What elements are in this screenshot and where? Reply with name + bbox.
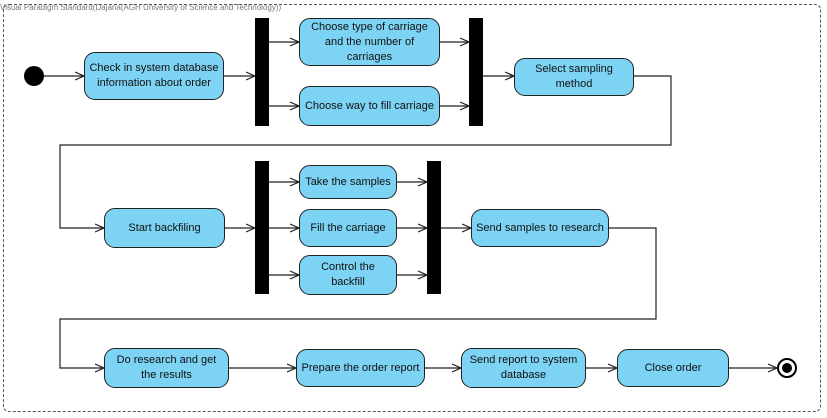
- initial-node: [24, 66, 44, 86]
- action-send-samples: Send samples to research: [471, 209, 609, 247]
- fork-bar-2: [255, 161, 269, 294]
- diagram-frame: [3, 4, 821, 412]
- action-do-research: Do research and get the results: [104, 348, 229, 388]
- action-take-samples: Take the samples: [299, 165, 397, 199]
- action-start-backfilling: Start backfiling: [104, 208, 225, 248]
- join-bar-1: [469, 18, 483, 126]
- edge-send-samples-to-research: [59, 227, 657, 368]
- action-choose-carriage: Choose type of carriage and the number o…: [299, 18, 440, 66]
- edge-select-to-start-backfilling: [59, 75, 672, 228]
- fork-bar-1: [255, 18, 269, 126]
- action-check-system: Check in system database information abo…: [84, 52, 224, 100]
- watermark-label: Visual Paradigm Standard(Dajana(AGH Univ…: [0, 3, 282, 12]
- final-node: [777, 358, 797, 378]
- action-choose-fill: Choose way to fill carriage: [299, 86, 440, 126]
- join-bar-2: [427, 161, 441, 294]
- action-close-order: Close order: [617, 349, 729, 387]
- action-fill-carriage: Fill the carriage: [299, 209, 397, 247]
- action-select-sampling: Select sampling method: [514, 58, 634, 96]
- action-prepare-report: Prepare the order report: [296, 349, 425, 387]
- action-control-backfill: Control the backfill: [299, 255, 397, 295]
- action-send-report: Send report to system database: [461, 348, 586, 388]
